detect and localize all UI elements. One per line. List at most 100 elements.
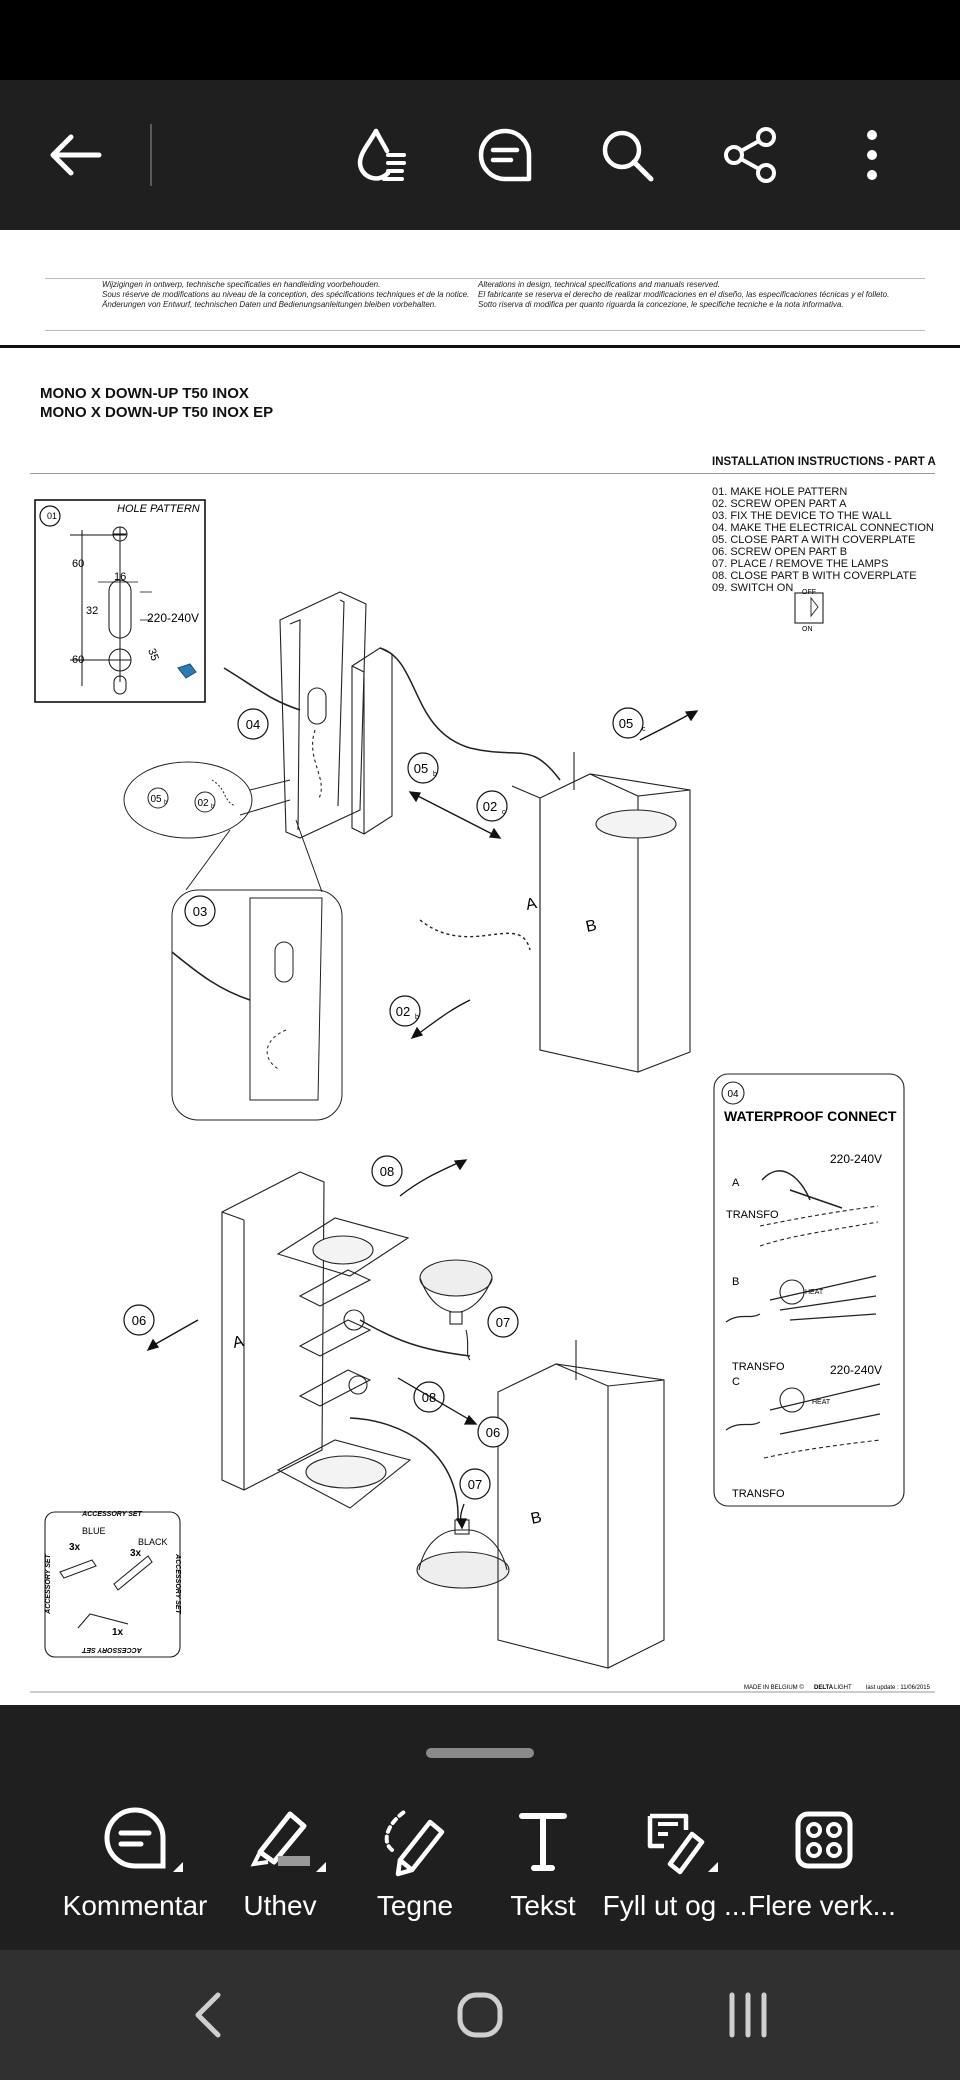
- waterproof-voltage-1: 220-240V: [830, 1152, 882, 1166]
- disclaimer-left: Wijzigingen in ontwerp, technische speci…: [102, 280, 469, 310]
- callout-07-lower: 07: [468, 1477, 482, 1492]
- hole-voltage: 220-240V: [147, 611, 199, 625]
- lamp-lower: [416, 1519, 510, 1589]
- part-b-label-top: B: [584, 917, 598, 936]
- waterproof-label-c: C: [732, 1376, 740, 1388]
- accessory-qty-wire: 1x: [112, 1627, 124, 1638]
- comment-button[interactable]: [465, 115, 545, 195]
- tool-highlight-button[interactable]: [208, 1800, 358, 1885]
- step-number-04: 04: [727, 1089, 739, 1100]
- accessory-qty-black: 3x: [130, 1548, 142, 1559]
- step-item: 01. MAKE HOLE PATTERN: [712, 486, 848, 498]
- instructions-heading: INSTALLATION INSTRUCTIONS - PART A: [712, 456, 936, 468]
- fill-sign-icon: [647, 1813, 718, 1875]
- disclaimer-line: Sous réserve de modifications au niveau …: [102, 290, 470, 299]
- tool-draw-label: Tegne: [376, 1890, 454, 1921]
- device-coverplate: [351, 647, 561, 835]
- waterproof-transfo-2: TRANSFO: [732, 1361, 785, 1373]
- nav-back-button[interactable]: [180, 1985, 240, 2045]
- accessory-title: ACCESSORY SET: [81, 1511, 142, 1518]
- install-detail-bubble: [171, 819, 343, 1121]
- step-item: 03. FIX THE DEVICE TO THE WALL: [712, 510, 892, 522]
- waterproof-heat-1: HEAT: [805, 1289, 824, 1296]
- callout-02c-sub: c: [502, 809, 506, 816]
- accessory-qty-blue: 3x: [69, 1542, 81, 1553]
- nav-recents-button[interactable]: [718, 1985, 778, 2045]
- disclaimer-line: Wijzigingen in ontwerp, technische speci…: [102, 280, 381, 289]
- callout-05b-small: 05: [150, 794, 162, 805]
- tool-comment-button[interactable]: [65, 1800, 215, 1885]
- product-title-2: MONO X DOWN-UP T50 INOX EP: [40, 404, 274, 421]
- arrow-left-icon: [50, 134, 102, 176]
- switch-icon: OFF ON: [794, 589, 824, 633]
- more-options-button[interactable]: [832, 115, 912, 195]
- dim-60-top: 60: [72, 558, 84, 570]
- callout-08-lower: 08: [422, 1390, 436, 1405]
- drag-handle[interactable]: [426, 1748, 534, 1758]
- more-tools-grid-icon: [795, 1811, 853, 1869]
- tool-highlight-label: Uthev: [243, 1890, 317, 1921]
- tool-more-button[interactable]: [748, 1800, 898, 1885]
- header-rule: [30, 473, 935, 474]
- disclaimer-line: El fabricante se reserva el derecho de r…: [478, 290, 890, 299]
- disclaimer-rule-bottom: [45, 330, 925, 331]
- accessory-set-panel: [44, 1511, 181, 1658]
- page-separator: [0, 345, 960, 348]
- disclaimer-right: Alterations in design, technical specifi…: [478, 280, 889, 310]
- draw-pencil-icon: [384, 1810, 445, 1877]
- part-a-label-top: A: [524, 895, 538, 914]
- callout-02c: 02: [483, 799, 497, 814]
- waterproof-title: WATERPROOF CONNECT: [724, 1108, 897, 1124]
- disclaimer-line: Änderungen von Entwurf, technischen Date…: [102, 300, 437, 309]
- callout-02b-small: 02: [197, 798, 209, 809]
- switch-off-label: OFF: [802, 589, 816, 596]
- footer-brand-light: LIGHT: [834, 1685, 852, 1691]
- tool-fill-sign-button[interactable]: [600, 1800, 750, 1885]
- dim-35: 35: [145, 647, 160, 663]
- zoom-detail-bubble: [123, 761, 291, 839]
- system-nav-bar: [0, 1950, 960, 2080]
- reading-mode-button[interactable]: [342, 115, 422, 195]
- hole-pattern-panel: [34, 499, 206, 703]
- hole-pattern-title: HOLE PATTERN: [117, 503, 200, 515]
- footer-update: last update : 11/06/2015: [866, 1685, 931, 1691]
- disclaimer-line: Alterations in design, technical specifi…: [478, 280, 720, 289]
- document-page[interactable]: [0, 230, 960, 1705]
- callout-02b-sub: b: [415, 1014, 419, 1021]
- disclaimer-rule-top: [45, 278, 925, 279]
- tool-text-label: Tekst: [510, 1890, 576, 1921]
- device-part-a-open: [223, 591, 367, 839]
- accessory-blue: BLUE: [82, 1526, 106, 1536]
- nav-back-icon: [195, 1992, 221, 2038]
- disclaimer-line: Sotto riserva di modifica per quanto rig…: [478, 300, 844, 309]
- callout-07-upper: 07: [496, 1315, 510, 1330]
- callout-06-lower: 06: [486, 1425, 500, 1440]
- callout-05b-small-sub: b: [164, 800, 168, 806]
- share-icon: [724, 127, 776, 183]
- callout-04: 04: [246, 717, 260, 732]
- back-button[interactable]: [35, 115, 115, 195]
- step-number-01: 01: [47, 511, 57, 521]
- tool-more-label: Flere verk...: [748, 1890, 896, 1921]
- step-item: 06. SCREW OPEN PART B: [712, 546, 848, 558]
- tool-comment-label: Kommentar: [62, 1890, 208, 1921]
- step-item: 09. SWITCH ON: [712, 582, 794, 594]
- nav-home-button[interactable]: [450, 1985, 510, 2045]
- accessory-bottom: ACCESSORY SET: [81, 1646, 142, 1653]
- status-bar: [0, 0, 960, 80]
- arrows-upper: [408, 710, 699, 1040]
- lamp-upper: [419, 1259, 493, 1361]
- step-item: 07. PLACE / REMOVE THE LAMPS: [712, 558, 889, 570]
- accessory-side-right: ACCESSORY SET: [174, 1553, 181, 1614]
- share-button[interactable]: [710, 115, 790, 195]
- callout-05c: 05: [619, 716, 633, 731]
- waterproof-heat-2: HEAT: [812, 1399, 831, 1406]
- tool-draw-button[interactable]: [340, 1800, 490, 1885]
- waterproof-connect-panel: [713, 1073, 905, 1507]
- tool-fill-sign-label: Fyll ut og ...: [602, 1890, 748, 1921]
- dim-32: 32: [86, 605, 98, 617]
- tool-text-button[interactable]: [468, 1800, 618, 1885]
- search-button[interactable]: [587, 115, 667, 195]
- reading-mode-icon: [357, 128, 406, 181]
- waterproof-label-a: A: [732, 1177, 740, 1189]
